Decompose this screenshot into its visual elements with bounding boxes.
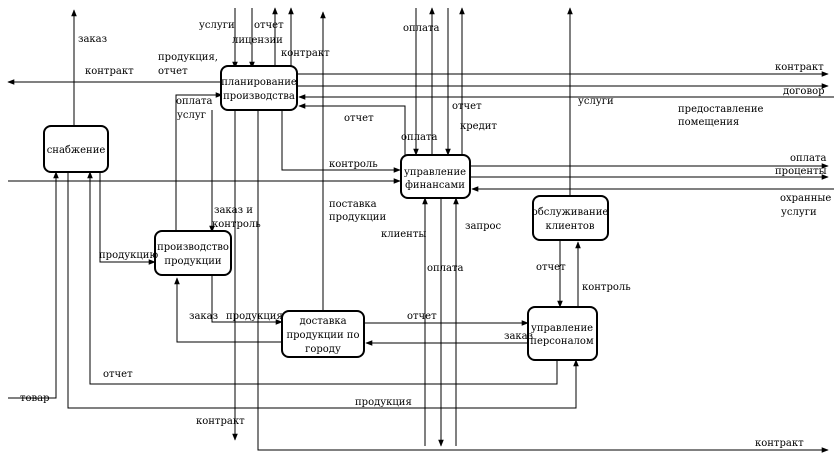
flow-payment-services	[175, 92, 223, 232]
label-security-2: услуги	[781, 207, 817, 218]
label-payment-services-1: оплата	[176, 96, 213, 107]
flow-supply-to-production	[99, 172, 156, 265]
label-products-left: продукцию	[99, 250, 158, 261]
label-supply-2: продукции	[329, 212, 386, 223]
label-products-bottom: продукция	[355, 397, 412, 408]
label-report-bottom: отчет	[103, 369, 133, 380]
node-supply[interactable]: снабжение	[43, 125, 109, 173]
label-licenses: лицензии	[232, 35, 283, 46]
label-payment-top: оплата	[403, 23, 440, 34]
flow-planning-control	[281, 110, 401, 173]
label-report-mid: отчет	[452, 101, 482, 112]
label-premises-1: предоставление	[678, 104, 763, 115]
label-contract-top: контракт	[281, 48, 330, 59]
flow-delivery-to-production	[174, 277, 282, 343]
label-premises-2: помещения	[678, 117, 739, 128]
flow-products-to-personnel	[67, 172, 579, 409]
label-report-left: отчет	[344, 113, 374, 124]
label-clients: клиенты	[381, 229, 426, 240]
label-report-top: отчет	[254, 20, 284, 31]
label-contract-left: контракт	[85, 66, 134, 77]
label-order-delivery: заказ	[189, 311, 218, 322]
label-goods: товар	[20, 393, 50, 404]
label-product-delivery: продукция	[226, 311, 283, 322]
label-credit: кредит	[460, 121, 497, 132]
label-contract-bottom: контракт	[196, 416, 245, 427]
label-services-top: услуги	[199, 20, 235, 31]
flow-production-to-delivery	[211, 275, 283, 325]
label-report-service: отчет	[536, 262, 566, 273]
flow-lines	[7, 7, 834, 453]
label-order-control-1: заказ и	[214, 205, 253, 216]
flow-labels: заказ контракт услуги лицензии отчет кон…	[20, 20, 831, 449]
flow-finance-report-to-planning	[298, 103, 406, 156]
flow-contract-bottom-right	[257, 110, 829, 453]
flow-personnel-report-supply	[87, 171, 558, 385]
label-control-service: контроль	[582, 282, 631, 293]
label-order-top: заказ	[78, 34, 107, 45]
label-contract-right: контракт	[775, 62, 824, 73]
label-supply-1: поставка	[329, 199, 377, 210]
label-services-right: услуги	[578, 96, 614, 107]
label-payment-finance: оплата	[401, 132, 438, 143]
label-contract-bottom-right: контракт	[755, 438, 804, 449]
flow-goods-in	[8, 171, 59, 399]
label-order-control-2: контроль	[212, 219, 261, 230]
label-agreement: договор	[783, 86, 825, 97]
label-control-mid: контроль	[329, 159, 378, 170]
label-product-report-2: отчет	[158, 66, 188, 77]
label-report-delivery: отчет	[407, 311, 437, 322]
label-payment-right: оплата	[790, 153, 827, 164]
label-payment-bottom: оплата	[427, 263, 464, 274]
label-security-1: охранные	[780, 193, 831, 204]
node-supply-label: снабжение	[47, 145, 106, 156]
label-product-report-1: продукция,	[158, 52, 218, 63]
label-request: запрос	[465, 221, 502, 232]
label-payment-services-2: услуг	[177, 110, 206, 121]
label-order-personnel: заказ	[504, 331, 533, 342]
label-interest: проценты	[775, 166, 827, 177]
